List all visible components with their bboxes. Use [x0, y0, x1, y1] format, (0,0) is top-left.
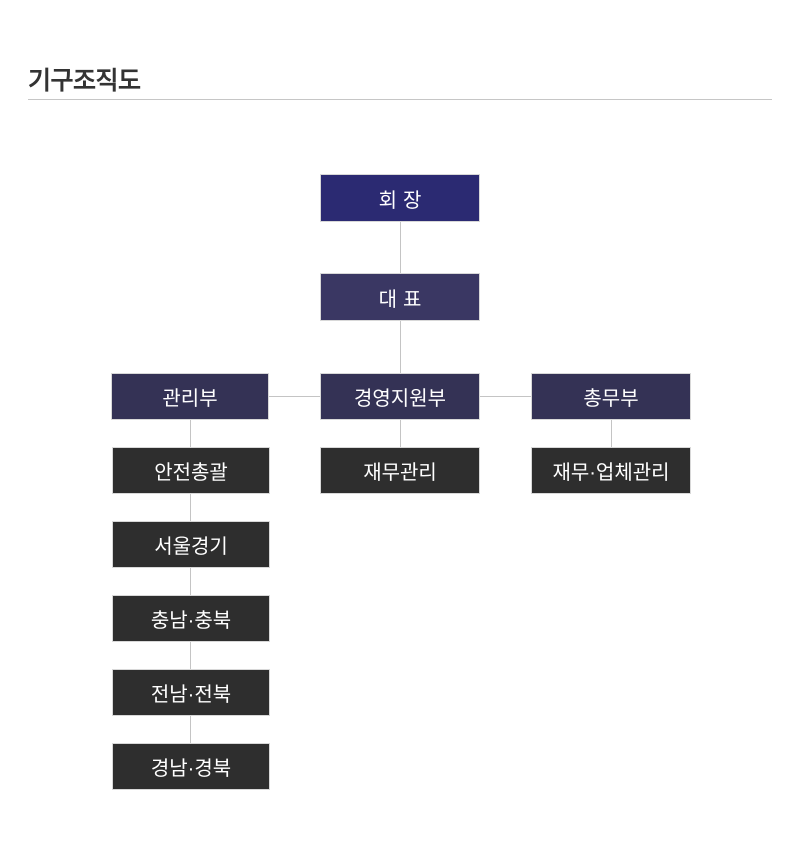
box-seoul-gyeonggi: 서울경기 [112, 521, 270, 568]
connector-jeonnam-gyeongnam [190, 716, 191, 743]
box-gyeongnam-gyeongbuk: 경남·경북 [112, 743, 270, 790]
connector-mgmt-support [269, 396, 320, 397]
connector-ceo-support [400, 321, 401, 373]
box-ceo: 대표 [320, 273, 480, 321]
box-finance-vendor-mgmt: 재무·업체관리 [531, 447, 691, 494]
connector-chungnam-jeonnam [190, 642, 191, 669]
box-jeonnam-jeonbuk: 전남·전북 [112, 669, 270, 716]
page-title: 기구조직도 [28, 66, 141, 95]
connector-support-general [480, 396, 531, 397]
box-chungnam-chungbuk: 충남·충북 [112, 595, 270, 642]
title-divider [28, 99, 772, 100]
box-safety-overall: 안전총괄 [112, 447, 270, 494]
connector-mgmt-safety [190, 420, 191, 447]
box-management-dept: 관리부 [111, 373, 269, 420]
connector-general-finance-vendor [611, 420, 612, 447]
box-finance-mgmt: 재무관리 [320, 447, 480, 494]
box-mgmt-support-dept: 경영지원부 [320, 373, 480, 420]
connector-seoul-chungnam [190, 568, 191, 595]
box-general-affairs-dept: 총무부 [531, 373, 691, 420]
connector-support-finance [400, 420, 401, 447]
connector-chairman-ceo [400, 222, 401, 273]
box-chairman: 회장 [320, 174, 480, 222]
connector-safety-seoul [190, 494, 191, 521]
